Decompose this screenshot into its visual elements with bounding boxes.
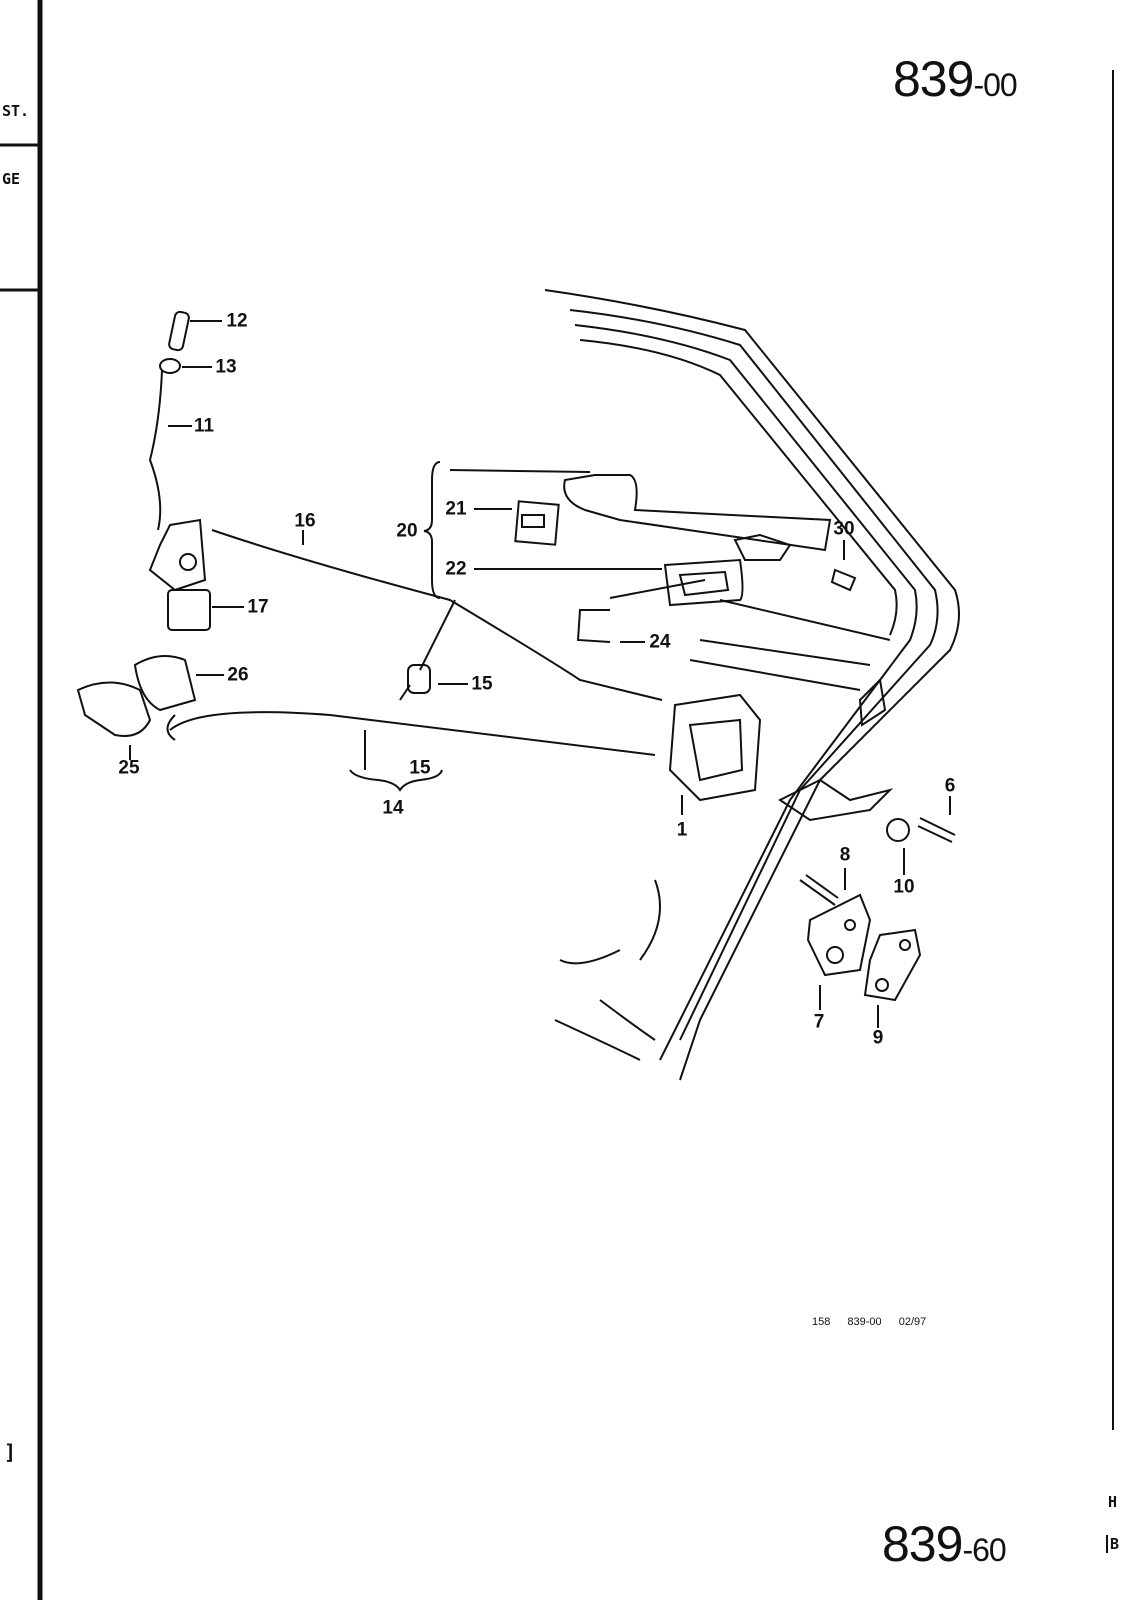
callout-7: 7 xyxy=(813,1011,825,1033)
page-number-top: 839-00 xyxy=(893,50,1018,108)
edge-text-1: ST. xyxy=(2,102,30,120)
callout-8: 8 xyxy=(839,844,851,866)
page-number: 839 xyxy=(882,1516,963,1572)
page-suffix: -60 xyxy=(962,1532,1006,1568)
callout-15b: 15 xyxy=(409,757,431,779)
edge-text-2: GE xyxy=(2,170,21,188)
edge-text-right-1: H xyxy=(1108,1493,1118,1511)
edge-bracket: ] xyxy=(4,1440,17,1464)
edge-text-right-2: B xyxy=(1106,1535,1119,1553)
callout-22: 22 xyxy=(445,558,467,580)
page-number-bottom: 839-60 xyxy=(882,1515,1007,1573)
callout-14: 14 xyxy=(382,797,404,819)
callout-13: 13 xyxy=(215,356,237,378)
callout-6: 6 xyxy=(944,775,956,797)
callout-21: 21 xyxy=(445,498,467,520)
callout-24: 24 xyxy=(649,631,671,653)
page-number: 839 xyxy=(893,51,974,107)
callout-15: 15 xyxy=(471,673,493,695)
callout-1: 1 xyxy=(676,819,688,841)
callout-30: 30 xyxy=(833,518,855,540)
callout-11: 11 xyxy=(193,415,215,437)
callout-9: 9 xyxy=(872,1027,884,1049)
callout-16: 16 xyxy=(294,510,316,532)
callout-20: 20 xyxy=(396,520,418,542)
reference-code: 158 839-00 02/97 xyxy=(812,1316,927,1328)
callout-10: 10 xyxy=(893,876,915,898)
page-suffix: -00 xyxy=(973,67,1017,103)
callout-25: 25 xyxy=(118,757,140,779)
callout-12: 12 xyxy=(226,310,248,332)
callout-17: 17 xyxy=(247,596,269,618)
callout-26: 26 xyxy=(227,664,249,686)
